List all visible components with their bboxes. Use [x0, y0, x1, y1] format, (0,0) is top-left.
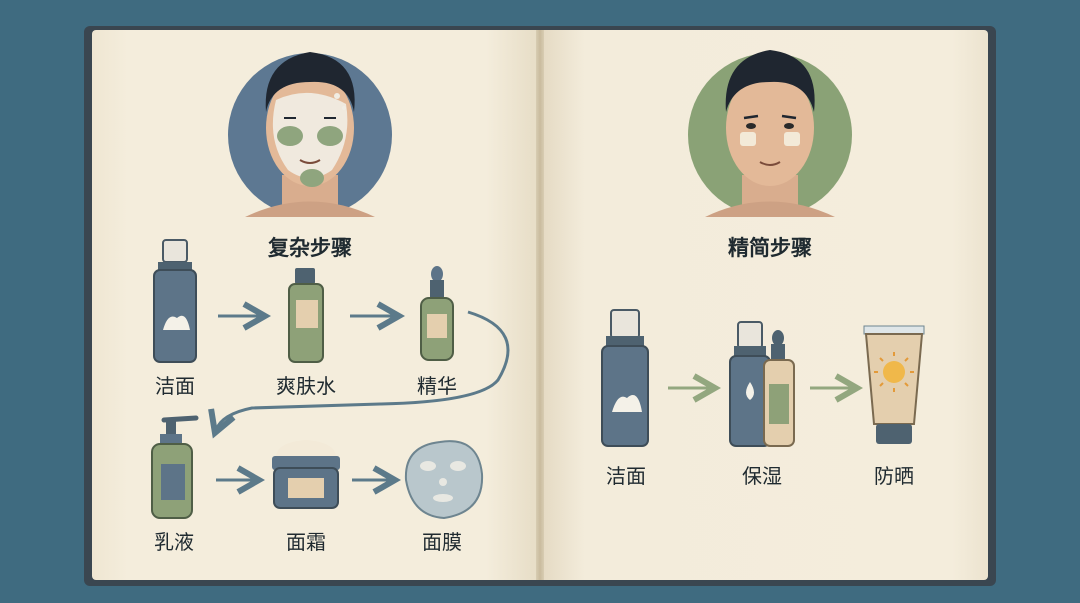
step-label-sunscreen: 防晒	[874, 464, 914, 488]
toner-bottle-icon	[288, 268, 324, 363]
sunscreen-tube-icon	[863, 325, 925, 444]
foam-pump-bottle-icon	[153, 239, 197, 363]
step-label-moisturize: 保湿	[742, 464, 782, 488]
cream-jar-icon	[272, 440, 340, 509]
step-label-toner: 爽肤水	[276, 374, 336, 398]
step-label-mask: 面膜	[422, 530, 462, 554]
arrow-curve	[216, 310, 510, 430]
book-spine	[536, 30, 544, 580]
foam-pump-bottle-icon	[601, 309, 649, 447]
complex-steps-title: 复杂步骤	[268, 236, 352, 260]
dropper-bottle-icon	[420, 266, 454, 361]
clean-face-avatar-icon	[688, 50, 852, 217]
flow-arrows-left	[216, 310, 510, 480]
sheet-mask-icon	[404, 440, 484, 520]
lotion-pump-bottle-icon	[151, 415, 199, 519]
step-label-cream: 面霜	[286, 530, 326, 554]
masked-face-avatar-icon	[228, 52, 392, 217]
simple-steps-title: 精简步骤	[728, 236, 812, 260]
step-label-serum: 精华	[417, 374, 457, 398]
step-label-cleanse-simple: 洁面	[606, 464, 646, 488]
step-label-cleanse: 洁面	[155, 374, 195, 398]
moisturizer-set-icon	[729, 321, 795, 447]
step-label-lotion: 乳液	[154, 530, 194, 554]
